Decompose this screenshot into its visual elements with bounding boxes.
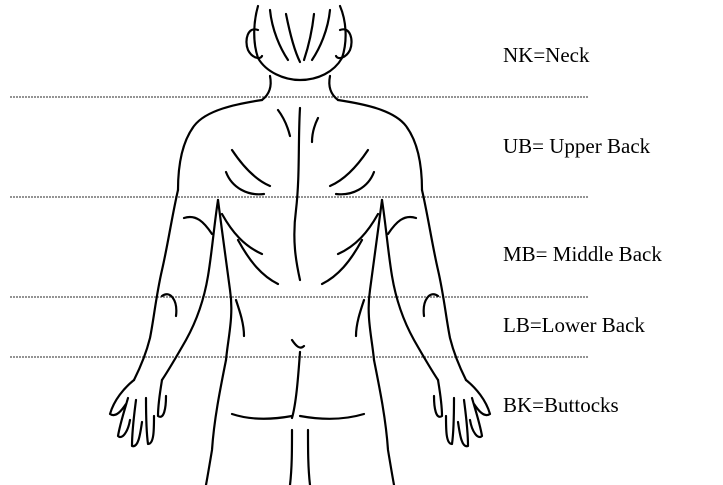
label-lower-back: LB=Lower Back	[503, 313, 645, 337]
hair-strands	[270, 10, 330, 62]
lat-muscle-right	[322, 214, 378, 284]
right-shoulder	[338, 100, 422, 190]
right-hand	[434, 380, 490, 446]
label-neck: NK=Neck	[503, 43, 589, 67]
label-upper-back: UB= Upper Back	[503, 134, 650, 158]
neck-right	[329, 76, 338, 100]
leg-inner-lines	[290, 430, 310, 485]
left-shoulder	[178, 100, 262, 190]
label-middle-back: MB= Middle Back	[503, 242, 662, 266]
lower-back-marks	[236, 300, 364, 348]
right-hip-leg	[374, 360, 394, 485]
lat-muscle-left	[222, 214, 278, 284]
left-hand	[110, 380, 166, 446]
right-scapula	[330, 150, 374, 194]
left-hip-leg	[206, 360, 226, 485]
spine-line	[294, 108, 300, 280]
left-scapula	[226, 150, 270, 194]
right-arm-outer	[422, 190, 466, 380]
gluteal-cleft	[292, 352, 300, 418]
label-buttocks: BK=Buttocks	[503, 393, 619, 417]
human-figure-back-view	[110, 6, 490, 485]
left-arm-outer	[134, 190, 178, 380]
head-outline	[254, 6, 345, 80]
right-gluteal-fold	[300, 414, 364, 419]
left-gluteal-fold	[232, 414, 292, 419]
